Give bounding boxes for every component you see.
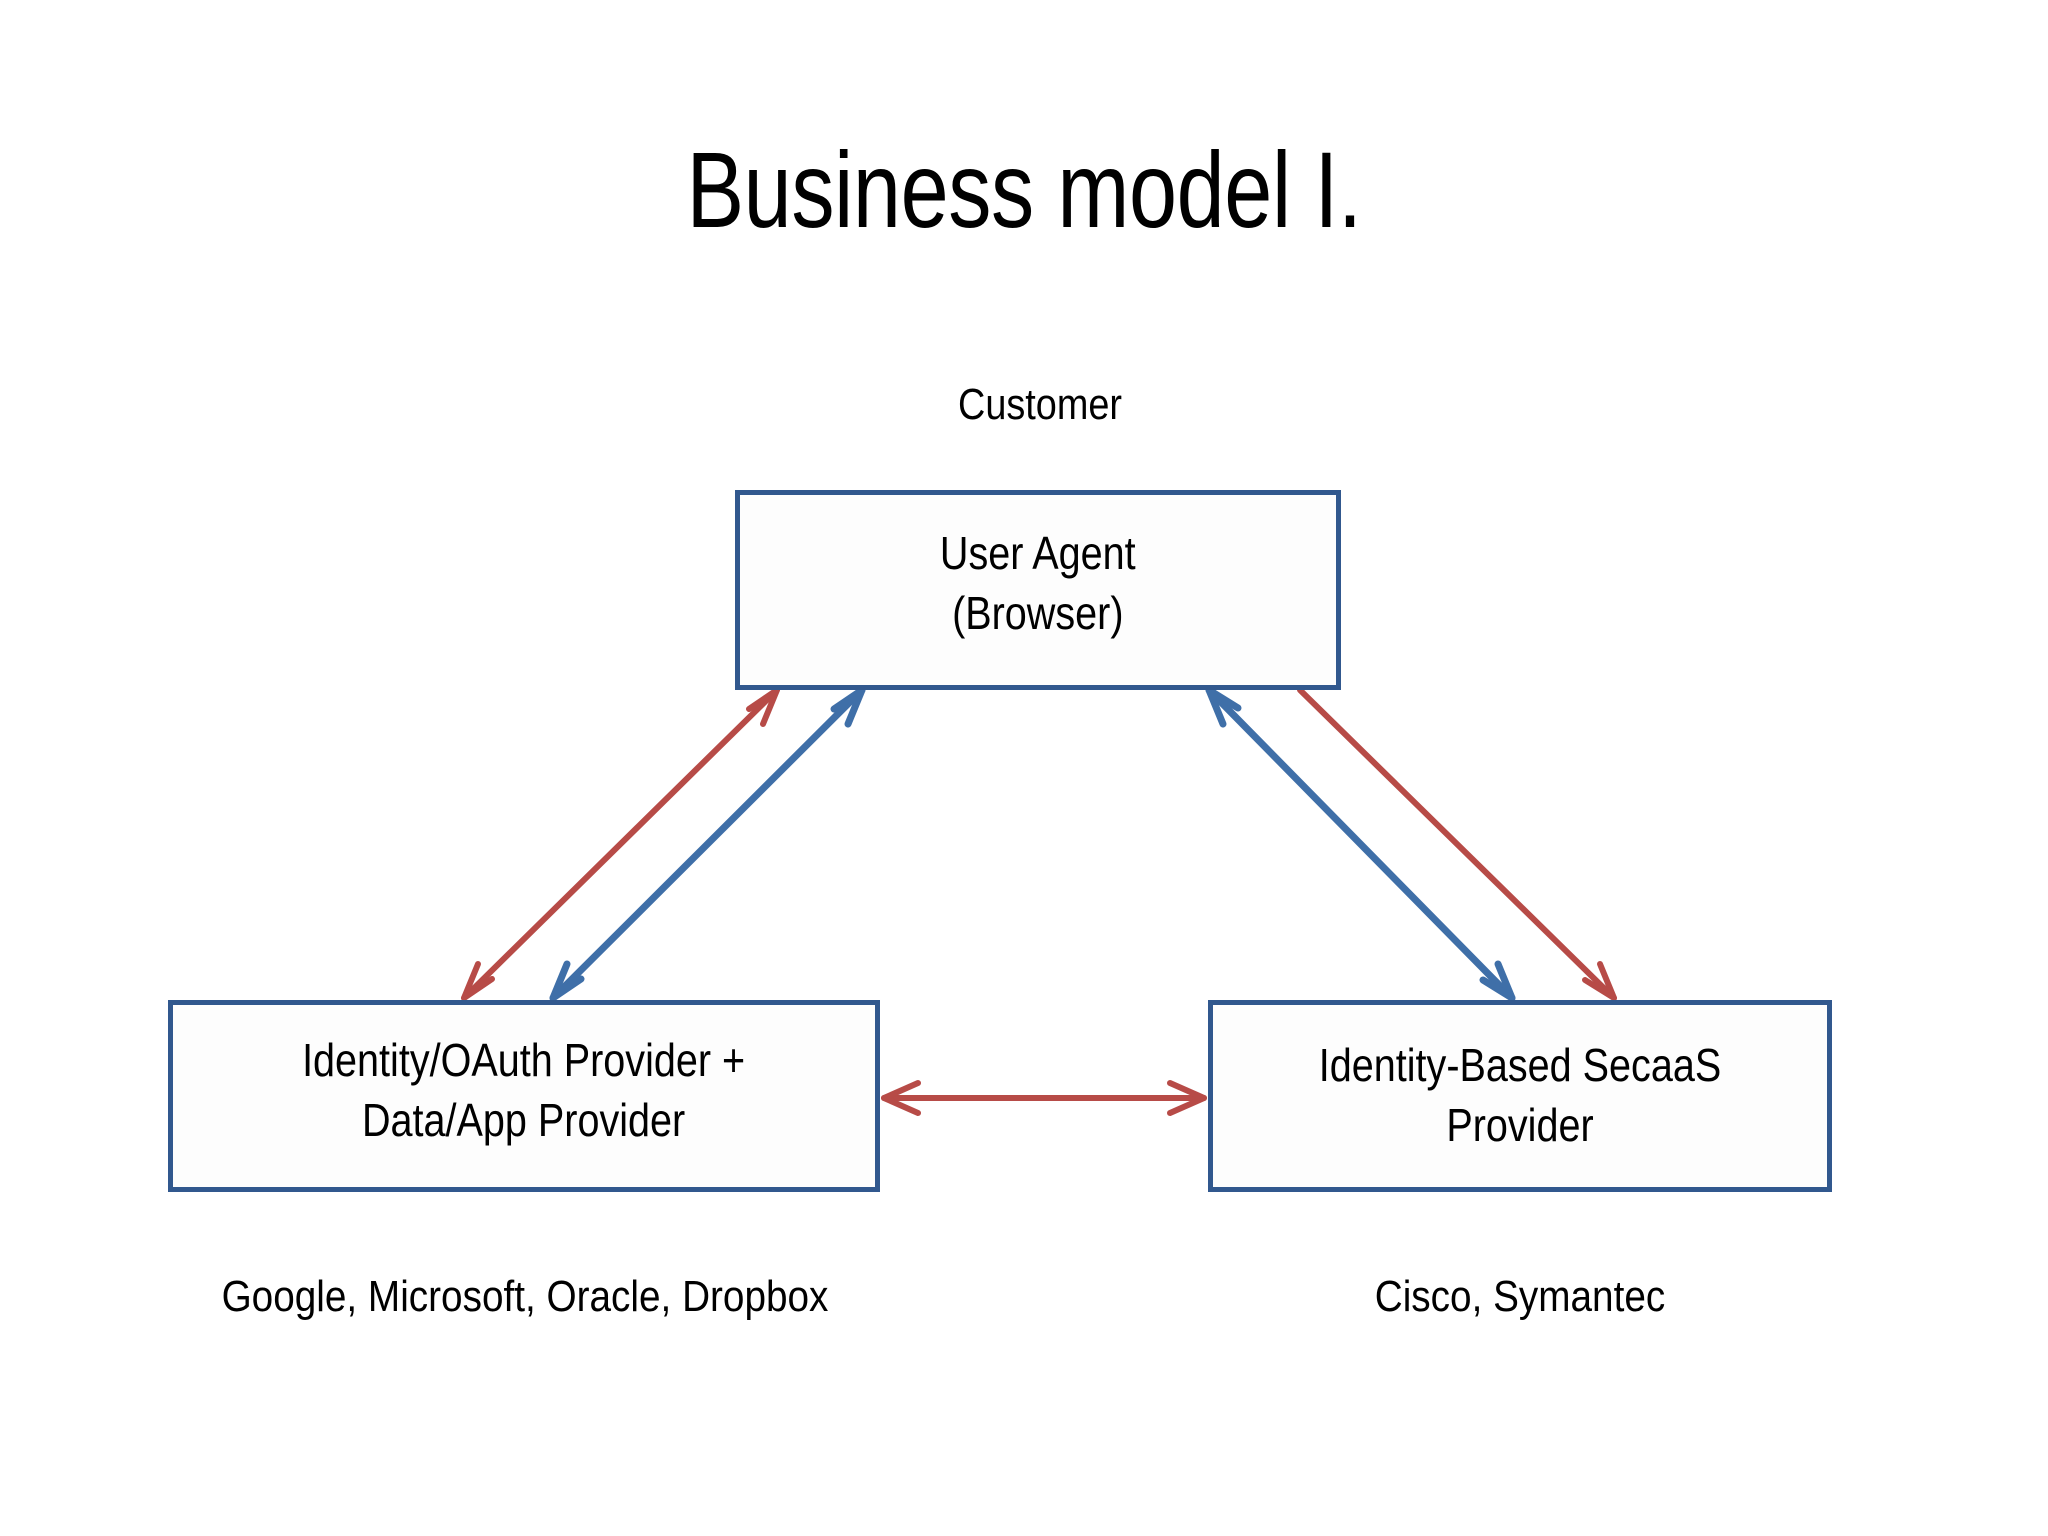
connector-user-agent-identity-provider-blue xyxy=(549,686,866,1002)
page-title: Business model I. xyxy=(686,129,1362,250)
right-vendors-label: Cisco, Symantec xyxy=(1374,1272,1666,1321)
connector-identity-provider-secaas-provider-red xyxy=(881,1080,1207,1116)
node-user-agent-label: User Agent (Browser) xyxy=(940,527,1136,639)
node-user-agent[interactable]: User Agent (Browser) xyxy=(735,490,1341,690)
node-secaas-provider[interactable]: Identity-Based SecaaS Provider xyxy=(1208,1000,1832,1192)
node-identity-provider[interactable]: Identity/OAuth Provider + Data/App Provi… xyxy=(168,1000,880,1192)
connector-user-agent-secaas-provider-red xyxy=(1297,687,1617,1001)
node-secaas-provider-label: Identity-Based SecaaS Provider xyxy=(1318,1039,1722,1151)
customer-label: Customer xyxy=(957,380,1123,429)
node-identity-provider-label: Identity/OAuth Provider + Data/App Provi… xyxy=(302,1034,746,1146)
connector-user-agent-secaas-provider-blue xyxy=(1205,686,1516,1002)
left-vendors-label: Google, Microsoft, Oracle, Dropbox xyxy=(221,1272,829,1321)
connector-user-agent-identity-provider-red xyxy=(461,687,780,1001)
